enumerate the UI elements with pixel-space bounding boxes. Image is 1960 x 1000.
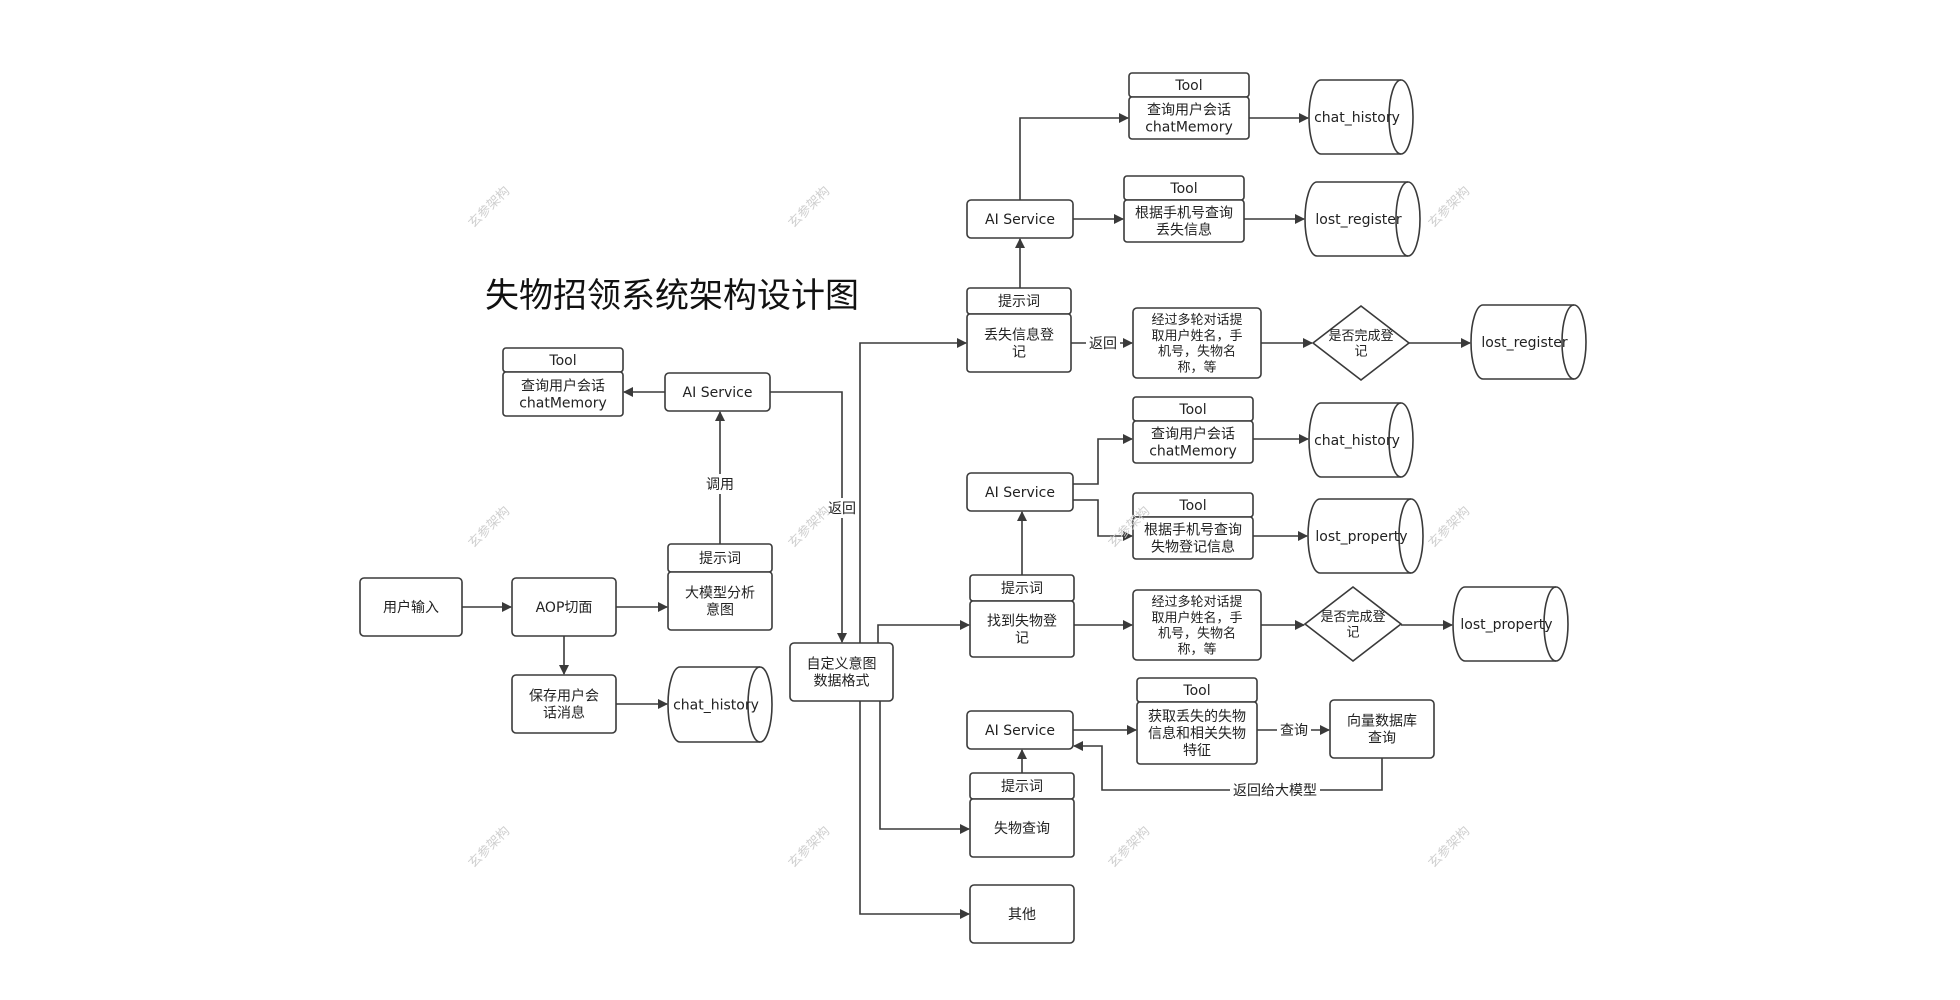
lost-property-right-label: lost_property xyxy=(1460,617,1552,633)
found-register-box-label: 找到失物登记 xyxy=(987,614,1057,647)
chat-history-mid: chat_history xyxy=(1308,402,1414,478)
ai-service-mid: AI Service xyxy=(966,472,1074,512)
tool-features-label: 获取丢失的失物信息和相关失物特征 xyxy=(1148,709,1246,759)
complete-lower: 是否完成登记 xyxy=(1303,585,1403,663)
save-memory-box-label: 保存用户会话消息 xyxy=(529,688,599,722)
edge-custom-found xyxy=(877,620,970,643)
edge-ai-custom xyxy=(770,391,847,643)
lost-register-box-header: 提示词 xyxy=(998,294,1040,310)
edge-ai-property xyxy=(1073,499,1133,541)
watermark-text: 玄参架构 xyxy=(465,183,513,231)
other-box: 其他 xyxy=(969,884,1075,944)
tool-property-phone-header: Tool xyxy=(1178,498,1206,514)
tool-features-header: Tool xyxy=(1182,683,1210,699)
tool-property-phone-label: 根据手机号查询失物登记信息 xyxy=(1144,523,1242,556)
lost-query-box-label: 失物查询 xyxy=(994,821,1050,837)
ai-service-mid-label: AI Service xyxy=(985,485,1055,501)
label-return-llm: 返回给大模型 xyxy=(1233,783,1317,799)
intent-analysis-box-label: 大模型分析意图 xyxy=(685,586,755,619)
edge-ai-memory-mid xyxy=(1073,434,1133,485)
tool-features: Tool 获取丢失的失物信息和相关失物特征 xyxy=(1136,677,1258,765)
custom-intent-box-label: 自定义意图数据格式 xyxy=(807,656,877,690)
lost-register-top: lost_register xyxy=(1304,181,1421,257)
aop-box-label: AOP切面 xyxy=(536,600,593,616)
complete-upper: 是否完成登记 xyxy=(1311,304,1411,382)
user-input-box: 用户输入 xyxy=(359,577,463,637)
watermark-text: 玄参架构 xyxy=(785,183,833,231)
multi-round-upper-label: 经过多轮对话提取用户姓名，手机号，失物名称，等 xyxy=(1151,312,1242,376)
lost-property-mid: lost_property xyxy=(1307,498,1424,574)
lost-register-top-label: lost_register xyxy=(1315,212,1401,228)
lost-register-right: lost_register xyxy=(1470,304,1587,380)
ai-service-low: AI Service xyxy=(966,710,1074,750)
chat-history-mid-label: chat_history xyxy=(1314,433,1400,449)
custom-intent-box: 自定义意图数据格式 xyxy=(789,642,894,702)
tool-property-phone: Tool 根据手机号查询失物登记信息 xyxy=(1132,492,1254,560)
watermark-text: 玄参架构 xyxy=(785,823,833,871)
tool-lost-phone-header: Tool xyxy=(1169,181,1197,197)
ai-service-top: AI Service xyxy=(966,199,1074,239)
lost-register-right-label: lost_register xyxy=(1481,335,1567,351)
user-input-box-label: 用户输入 xyxy=(383,599,439,616)
multi-round-upper: 经过多轮对话提取用户姓名，手机号，失物名称，等 xyxy=(1132,307,1262,379)
edge-vector-return xyxy=(1073,741,1383,791)
edge-ai-memory-top xyxy=(1019,113,1129,200)
watermark-text: 玄参架构 xyxy=(1425,503,1473,551)
edge-custom-lost xyxy=(859,338,967,643)
save-memory-box: 保存用户会话消息 xyxy=(511,674,617,734)
watermark-text: 玄参架构 xyxy=(785,503,833,551)
lost-property-right: lost_property xyxy=(1452,586,1569,662)
chat-history-left-label: chat_history xyxy=(673,698,759,714)
intent-analysis-box-header: 提示词 xyxy=(699,551,741,567)
vector-db-box-label: 向量数据库查询 xyxy=(1347,714,1417,747)
label-query: 查询 xyxy=(1280,723,1308,739)
label-invoke: 调用 xyxy=(706,477,734,493)
tool-lost-phone: Tool 根据手机号查询丢失信息 xyxy=(1123,175,1245,243)
vector-db-box: 向量数据库查询 xyxy=(1329,699,1435,759)
lost-property-mid-label: lost_property xyxy=(1315,529,1407,545)
lost-query-box-header: 提示词 xyxy=(1001,779,1043,795)
chat-history-top-label: chat_history xyxy=(1314,110,1400,126)
ai-service-left-label: AI Service xyxy=(683,385,753,401)
found-register-box-header: 提示词 xyxy=(1001,581,1043,597)
chat-history-top: chat_history xyxy=(1308,79,1414,155)
watermark-text: 玄参架构 xyxy=(465,503,513,551)
ai-service-low-label: AI Service xyxy=(985,723,1055,739)
tool-memory-top-header: Tool xyxy=(1174,78,1202,94)
edge-custom-other xyxy=(859,701,970,919)
label-return-upper: 返回 xyxy=(1089,336,1117,352)
chat-history-left: chat_history xyxy=(667,666,773,743)
tool-memory-mid-header: Tool xyxy=(1178,402,1206,418)
watermark-text: 玄参架构 xyxy=(1425,183,1473,231)
tool-lost-phone-label: 根据手机号查询丢失信息 xyxy=(1135,206,1233,239)
multi-round-lower-label: 经过多轮对话提取用户姓名，手机号，失物名称，等 xyxy=(1151,594,1242,658)
edge-custom-query xyxy=(879,701,970,834)
watermark-text: 玄参架构 xyxy=(1105,823,1153,871)
label-return-left: 返回 xyxy=(828,501,856,517)
complete-upper-label: 是否完成登记 xyxy=(1328,329,1393,360)
lost-register-box-label: 丢失信息登记 xyxy=(984,327,1054,361)
other-box-label: 其他 xyxy=(1008,907,1036,923)
complete-lower-label: 是否完成登记 xyxy=(1320,610,1385,641)
aop-box: AOP切面 xyxy=(511,577,617,637)
watermark-text: 玄参架构 xyxy=(465,823,513,871)
ai-service-top-label: AI Service xyxy=(985,212,1055,228)
multi-round-lower: 经过多轮对话提取用户姓名，手机号，失物名称，等 xyxy=(1132,589,1262,661)
tool-memory-left-header: Tool xyxy=(548,353,576,369)
ai-service-left: AI Service xyxy=(664,372,771,412)
page-title: 失物招领系统架构设计图 xyxy=(485,276,859,316)
watermark-text: 玄参架构 xyxy=(1425,823,1473,871)
